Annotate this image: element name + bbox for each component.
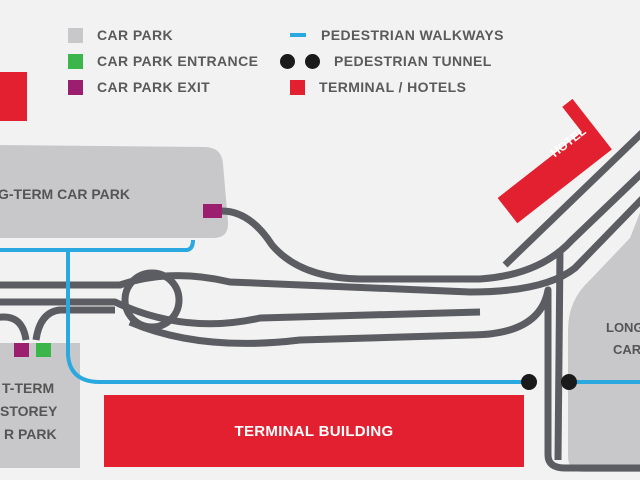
exit-marker-long-term <box>203 204 222 218</box>
short-term-car-park <box>0 343 80 468</box>
walkway-left-top <box>0 239 195 252</box>
road-loop-left-1 <box>0 313 30 341</box>
legend-entrance-label: CAR PARK ENTRANCE <box>97 53 259 69</box>
long-term-right-label-line2: CAR <box>613 342 640 357</box>
legend-car-park-exit: CAR PARK EXIT <box>68 78 210 96</box>
long-term-right-label-line1: LONG <box>606 320 640 335</box>
road-right-inner <box>554 249 564 461</box>
tunnel-dot-2 <box>561 374 577 390</box>
terminal-building-label: TERMINAL BUILDING <box>234 422 394 440</box>
short-term-label-line1: T-TERM <box>2 380 55 396</box>
road-loop-left-2 <box>32 306 115 341</box>
terminal-swatch <box>290 79 305 95</box>
hotel-block <box>497 98 612 224</box>
entrance-marker-short-term <box>36 343 51 357</box>
short-term-label-line3: R PARK <box>4 426 57 442</box>
exit-swatch <box>68 79 83 95</box>
legend-pedestrian-walkways: PEDESTRIAN WALKWAYS <box>290 26 504 44</box>
legend-car-park-entrance: CAR PARK ENTRANCE <box>68 52 258 70</box>
tunnel-dot-1 <box>521 374 537 390</box>
legend-pedestrian-tunnel: PEDESTRIAN TUNNEL <box>280 52 492 70</box>
walkway-swatch <box>290 33 306 37</box>
legend-car-park-label: CAR PARK <box>97 27 174 43</box>
tunnel-swatch <box>280 53 320 69</box>
legend-tunnel-label: PEDESTRIAN TUNNEL <box>334 53 492 69</box>
legend-terminal-hotels: TERMINAL / HOTELS <box>290 78 466 96</box>
entrance-swatch <box>68 53 83 69</box>
exit-marker-short-term <box>14 343 29 357</box>
tunnel-dot-icon <box>305 53 320 69</box>
tunnel-dot-icon <box>280 53 295 69</box>
long-term-car-park-left <box>0 145 229 238</box>
walkway-vertical <box>66 250 527 384</box>
legend-terminal-label: TERMINAL / HOTELS <box>319 79 467 95</box>
road-network <box>0 129 640 472</box>
car-park-swatch <box>68 27 83 43</box>
road-exit-curve <box>211 169 640 283</box>
legend-exit-label: CAR PARK EXIT <box>97 79 211 95</box>
legend-car-park: CAR PARK <box>68 26 173 44</box>
long-term-car-park-label: G-TERM CAR PARK <box>0 186 130 202</box>
road-right-curve <box>128 286 640 472</box>
long-term-car-park-right <box>568 212 640 472</box>
road-upper-diagonal <box>502 129 640 268</box>
terminal-block-top-left <box>0 72 27 121</box>
terminal-building <box>104 395 524 467</box>
legend-walkways-label: PEDESTRIAN WALKWAYS <box>321 27 504 43</box>
walkways <box>0 239 640 384</box>
short-term-label-line2: STOREY <box>0 403 58 419</box>
